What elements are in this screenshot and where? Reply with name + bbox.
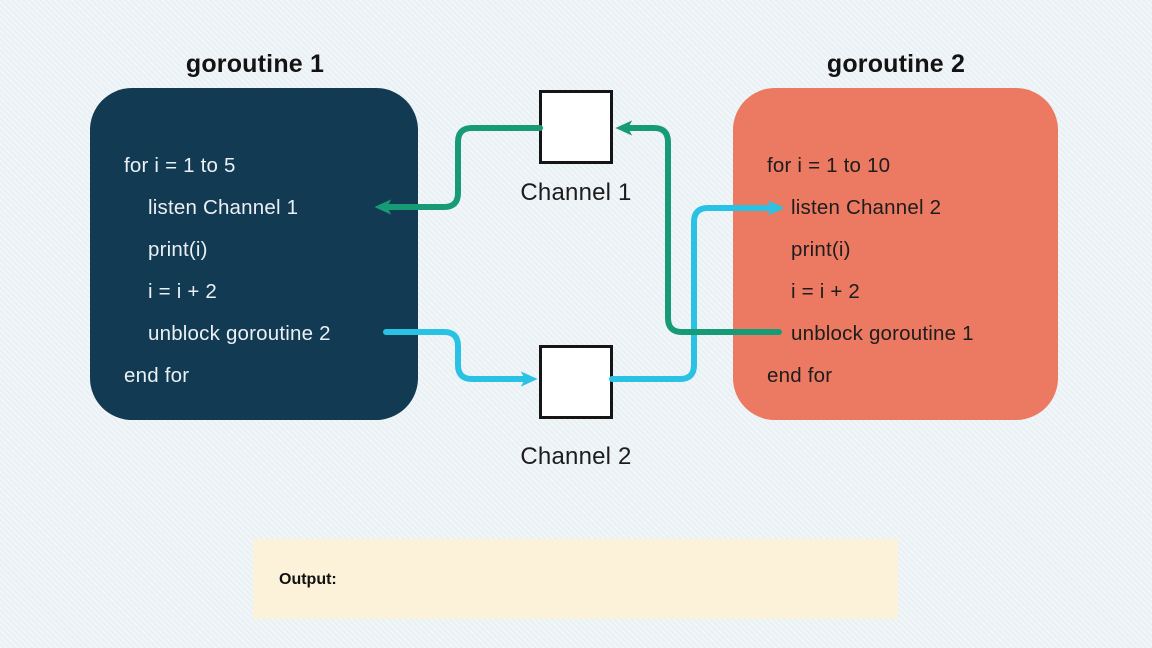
channel2-box — [539, 345, 613, 419]
goroutine1-code-line: print(i) — [148, 238, 208, 261]
goroutine2-code-line: unblock goroutine 1 — [791, 322, 974, 345]
goroutine2-code-line: end for — [767, 364, 833, 387]
goroutine1-code-line: unblock goroutine 2 — [148, 322, 331, 345]
goroutine2-code-box: for i = 1 to 10 listen Channel 2 print(i… — [733, 88, 1058, 420]
goroutine2-code-line: for i = 1 to 10 — [767, 154, 891, 177]
goroutine1-code-line: end for — [124, 364, 190, 387]
goroutine2-code-line: listen Channel 2 — [791, 196, 942, 219]
goroutine1-code-line: listen Channel 1 — [148, 196, 299, 219]
goroutine1-code-line: for i = 1 to 5 — [124, 154, 236, 177]
channel2-label: Channel 2 — [520, 443, 632, 470]
channel1-label: Channel 1 — [520, 179, 632, 206]
goroutine2-title: goroutine 2 — [826, 50, 966, 78]
channel1-box — [539, 90, 613, 164]
goroutine1-title: goroutine 1 — [185, 50, 325, 78]
output-label: Output: — [279, 571, 337, 588]
goroutine1-code-line: i = i + 2 — [148, 280, 218, 303]
goroutine1-code-box: for i = 1 to 5 listen Channel 1 print(i)… — [90, 88, 418, 420]
goroutine2-code-line: print(i) — [791, 238, 851, 261]
goroutine2-code-line: i = i + 2 — [791, 280, 861, 303]
output-box: Output: — [253, 539, 898, 619]
